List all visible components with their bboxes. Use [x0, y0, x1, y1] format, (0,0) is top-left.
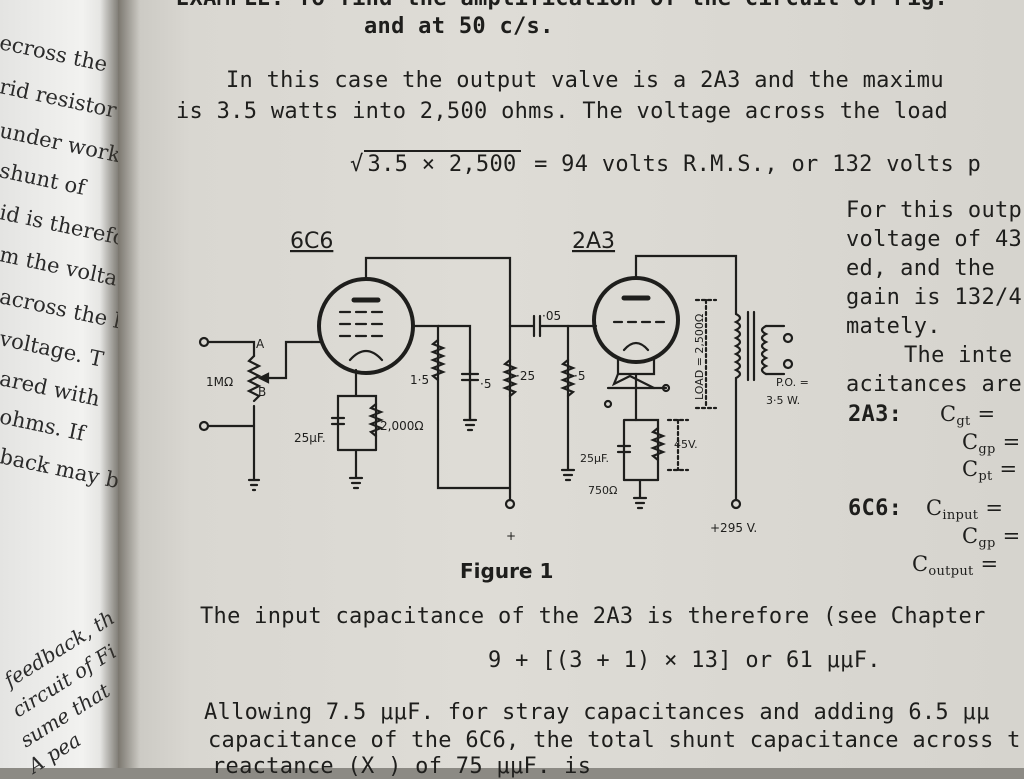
- col-line-4: gain is 132/4: [846, 285, 1023, 310]
- cap-gp-6c6: Cgp =: [962, 524, 1021, 551]
- plate-load-resistor: [502, 358, 518, 398]
- cathode-capacitor: [330, 416, 346, 426]
- circuit-diagram: 6C6 2A3 1MΩ A B 25μF. 2,000Ω 1·5 ·5 ·25 …: [198, 229, 809, 583]
- label-po-value: 3·5 W.: [766, 394, 800, 407]
- col-line-2: voltage of 43: [846, 227, 1023, 252]
- label-a: A: [256, 337, 265, 351]
- label-2a3: 2A3: [572, 229, 615, 254]
- para1-line2: is 3.5 watts into 2,500 ohms. The voltag…: [176, 99, 949, 124]
- label-r3: ·25: [516, 369, 535, 383]
- col-line-5: mately.: [846, 314, 941, 339]
- book-page: EXAMPLE. To find the amplification of th…: [118, 0, 1024, 779]
- label-6c6: 6C6: [290, 229, 333, 254]
- coupling-capacitor: [508, 314, 570, 338]
- input-terminal-bottom: [198, 420, 210, 432]
- input-terminal-top: [198, 336, 210, 348]
- sqrt-sign: √: [350, 152, 364, 177]
- col-line-7: acitances are: [846, 372, 1023, 397]
- label-b: B: [258, 385, 266, 399]
- equation: √3.5 × 2,500 = 94 volts R.M.S., or 132 v…: [350, 150, 982, 177]
- tube-6c6: [317, 277, 415, 375]
- grid-leak-resistor: [560, 358, 576, 398]
- example-heading: EXAMPLE. To find the amplification of th…: [176, 0, 948, 11]
- screen-resistor: [430, 338, 446, 382]
- figure-caption: Figure 1: [460, 559, 553, 583]
- label-r2: 1·5: [410, 373, 429, 387]
- screen-capacitor: [460, 358, 480, 432]
- tube-2a3-label: 2A3:: [848, 402, 903, 427]
- cap-gt: Cgt =: [940, 402, 996, 429]
- bias-capacitor: [616, 444, 632, 454]
- hv-terminal-2: [730, 498, 742, 510]
- label-coupling: ·05: [542, 309, 561, 323]
- label-plus: +: [506, 529, 516, 543]
- ground-symbol: [247, 478, 261, 492]
- para1-line1: In this case the output valve is a 2A3 a…: [226, 68, 944, 93]
- tube-6c6-label: 6C6:: [848, 496, 903, 521]
- label-r4: ·5: [574, 369, 585, 383]
- bias-resistor: [650, 426, 666, 462]
- equation-radicand: 3.5 × 2,500: [363, 150, 521, 177]
- label-load: LOAD = 2,500Ω: [693, 314, 706, 400]
- capacitance-formula: 9 + [(3 + 1) × 13] or 61 μμF.: [488, 648, 881, 673]
- label-c1: 25μF.: [294, 431, 326, 445]
- label-hv: +295 V.: [710, 521, 757, 535]
- col-line-1: For this outp: [846, 198, 1023, 223]
- tube-2a3: [592, 276, 680, 364]
- col-line-3: ed, and the: [846, 256, 995, 281]
- bottom-line-4: capacitance of the 6C6, the total shunt …: [208, 728, 1021, 753]
- label-r5: 750Ω: [588, 484, 617, 497]
- label-po: P.O. =: [776, 376, 809, 389]
- bottom-line-5: reactance (X ) of 75 μμF. is: [212, 754, 592, 779]
- cap-gp: Cgp =: [962, 430, 1021, 457]
- cap-input: Cinput =: [926, 496, 1004, 523]
- col-line-6: The inte: [904, 343, 1013, 368]
- cap-output: Coutput =: [912, 552, 999, 579]
- grid-potentiometer: [246, 354, 262, 403]
- hv-terminal: [504, 498, 516, 510]
- label-45v: 45V.: [674, 438, 698, 451]
- book-gutter: [100, 0, 140, 768]
- cathode-resistor: [368, 402, 384, 438]
- output-transformer-primary: [733, 312, 742, 380]
- bottom-line-3: Allowing 7.5 μμF. for stray capacitances…: [204, 700, 990, 725]
- label-r1: 2,000Ω: [380, 419, 424, 433]
- bottom-line-1: The input capacitance of the 2A3 is ther…: [200, 604, 986, 629]
- label-c2: ·5: [480, 377, 491, 391]
- example-subline: and at 50 c/s.: [364, 14, 554, 39]
- label-c3: 25μF.: [580, 452, 609, 465]
- equation-result: = 94 volts R.M.S., or 132 volts p: [534, 152, 982, 177]
- label-pot: 1MΩ: [206, 375, 233, 389]
- cap-pt: Cpt =: [962, 457, 1018, 484]
